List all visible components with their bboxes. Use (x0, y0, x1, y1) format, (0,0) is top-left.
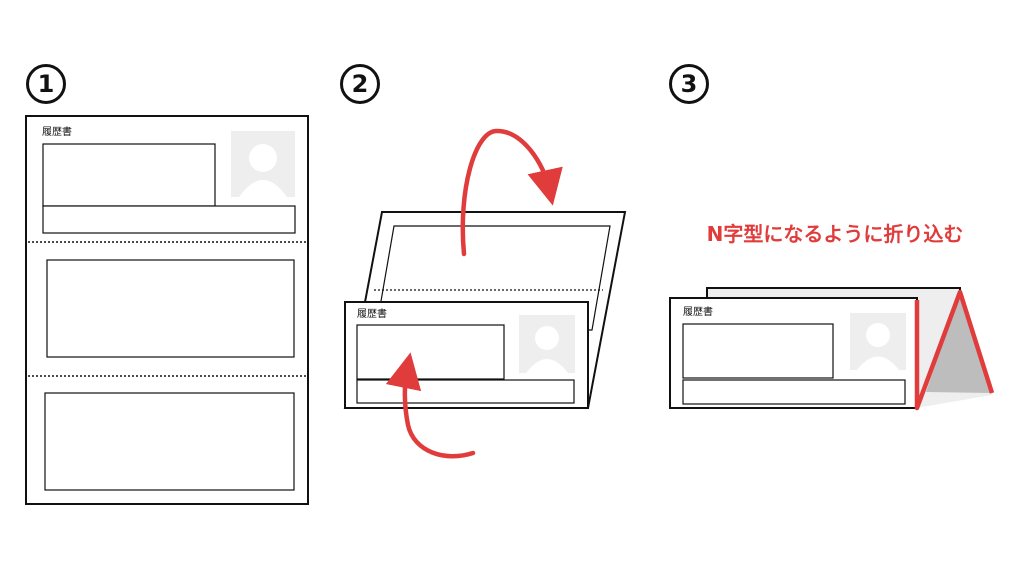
person-silhouette-icon (850, 313, 906, 370)
step-number-3-text: 3 (680, 70, 698, 98)
curved-arrow-icon (385, 352, 476, 459)
step-2-folding: 履歴書 (343, 128, 627, 459)
step-3-folded: N字型になるように折り込む 履歴書 (669, 222, 995, 411)
step-1-sheet: 履歴書 (25, 115, 309, 505)
step-2-title: 履歴書 (357, 307, 387, 320)
person-silhouette-icon (231, 131, 295, 197)
step-number-1: 1 (26, 64, 66, 104)
curved-arrow-icon (460, 128, 563, 257)
step-number-2-text: 2 (351, 70, 369, 98)
step-number-2: 2 (340, 64, 380, 104)
step-3-title: 履歴書 (683, 305, 713, 318)
step-1-title: 履歴書 (42, 125, 72, 138)
instruction-text: N字型になるように折り込む (707, 222, 964, 246)
n-fold-edges (914, 289, 995, 411)
step-number-1-text: 1 (37, 70, 55, 98)
person-silhouette-icon (519, 315, 575, 373)
step-number-3: 3 (669, 64, 709, 104)
